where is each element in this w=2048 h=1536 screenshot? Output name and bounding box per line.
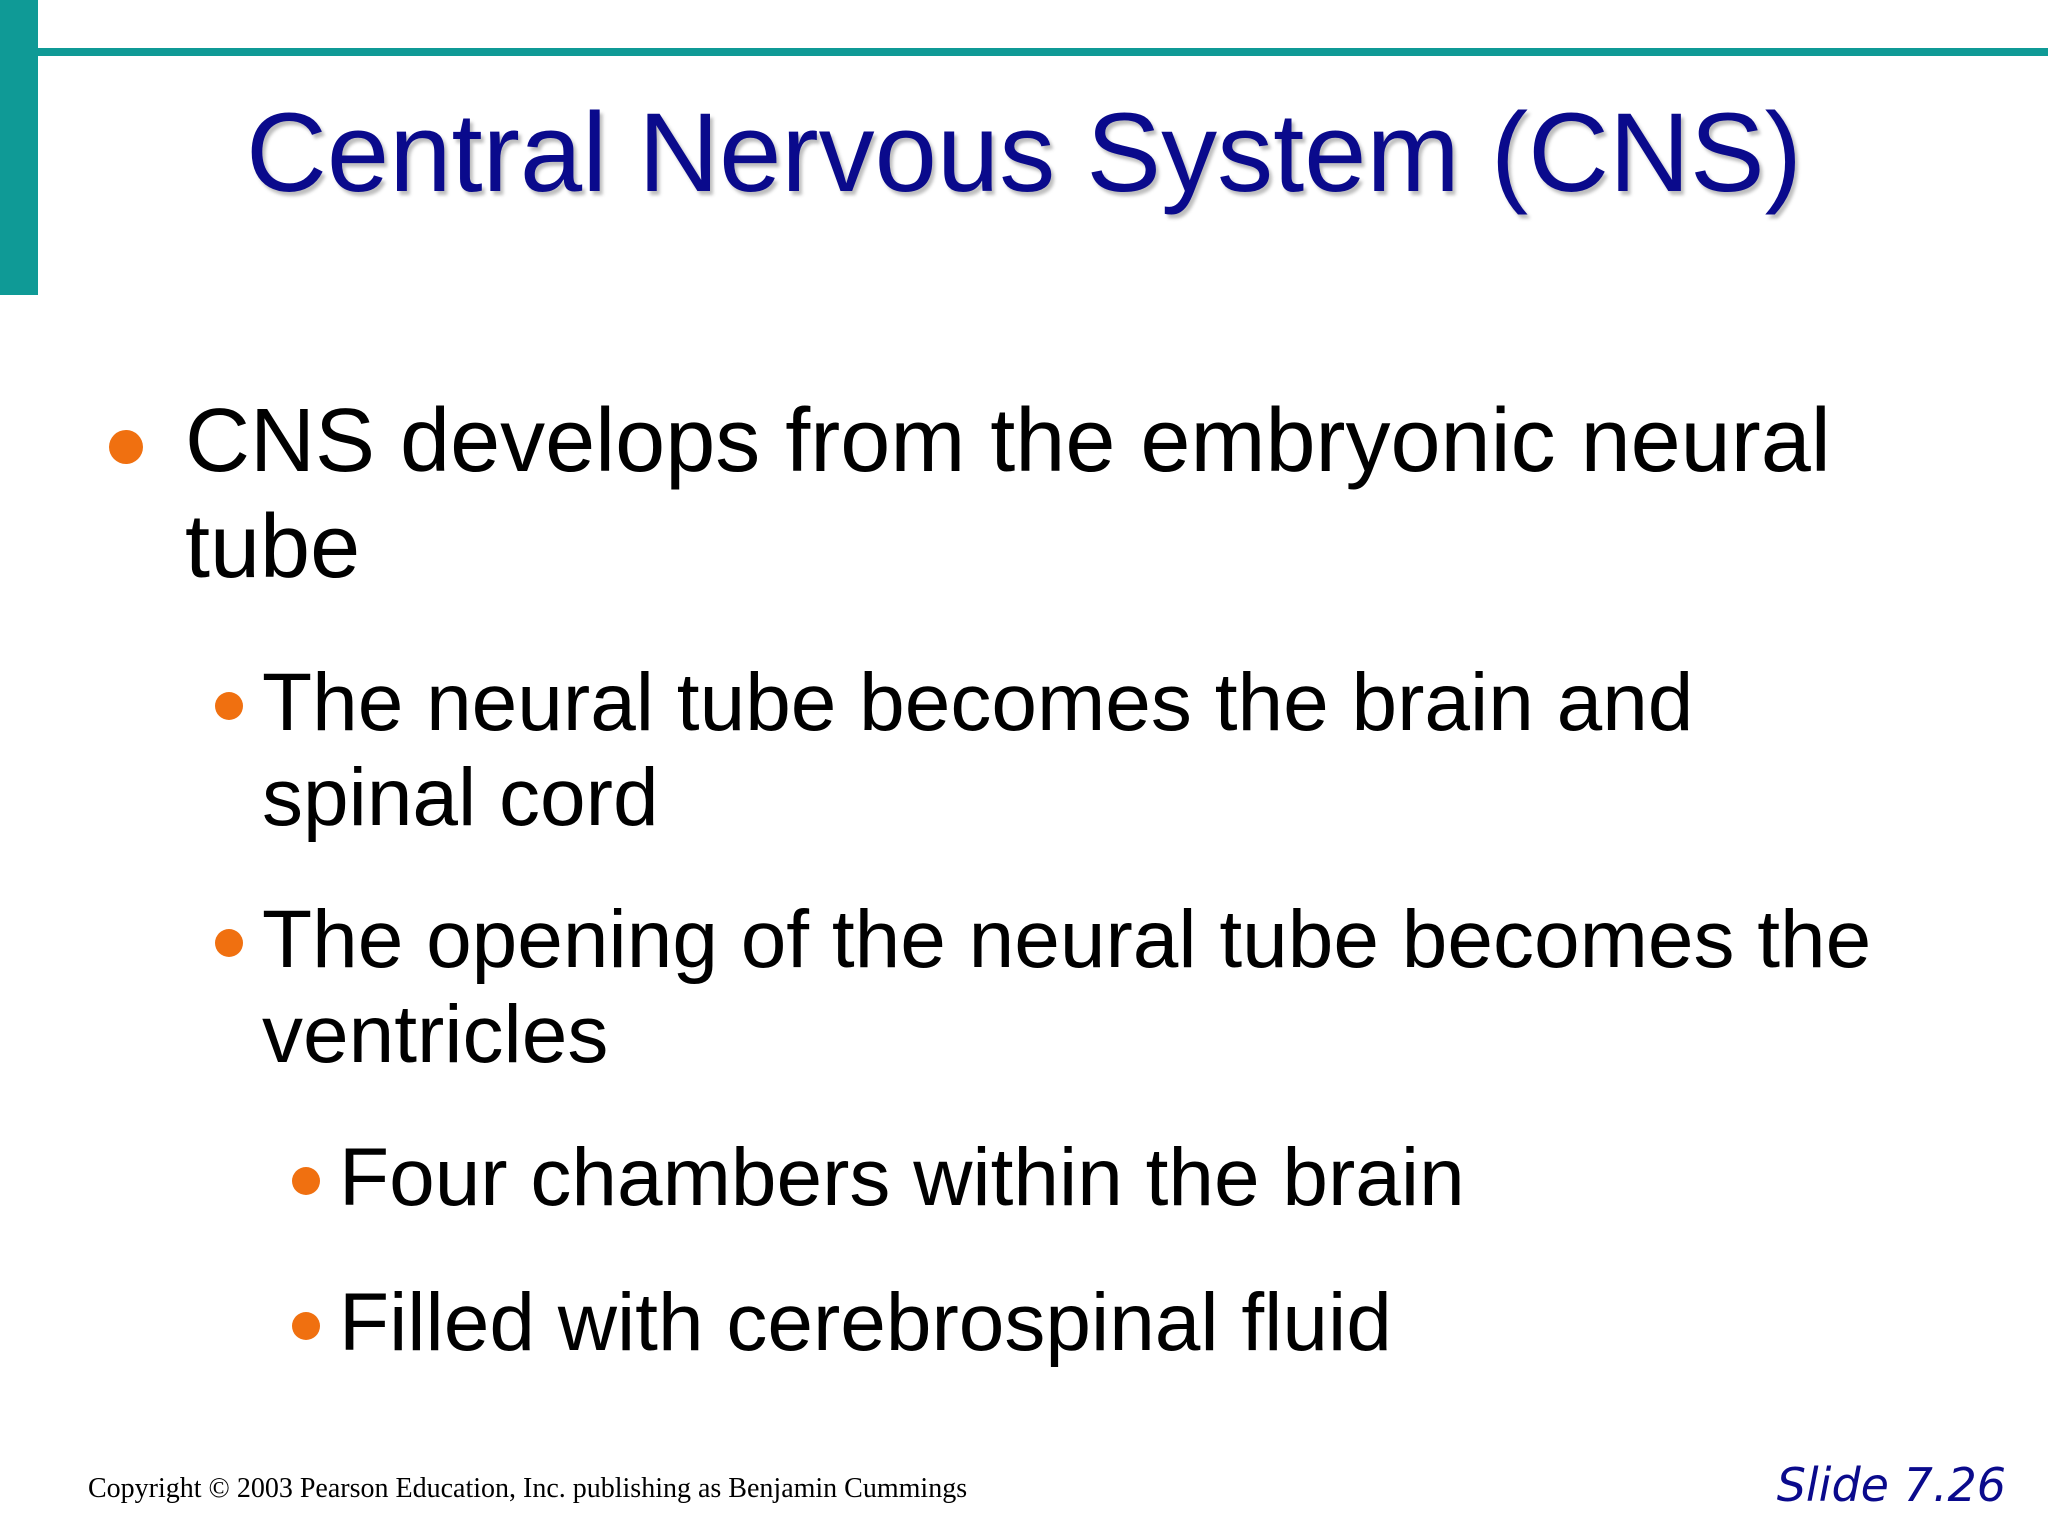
bullet-level-2: The neural tube becomes the brain and sp…: [215, 655, 1912, 845]
bullet-dot-icon: [215, 929, 243, 957]
bullet-text: Four chambers within the brain: [339, 1132, 1465, 1223]
bullet-level-1: CNS develops from the embryonic neural t…: [109, 388, 1885, 600]
copyright-notice: Copyright © 2003 Pearson Education, Inc.…: [88, 1473, 968, 1504]
slide-title: Central Nervous System (CNS): [246, 90, 1802, 215]
bullet-dot-icon: [109, 430, 143, 464]
bullet-text: Filled with cerebrospinal fluid: [339, 1277, 1392, 1368]
bullet-dot-icon: [292, 1167, 320, 1195]
accent-line: [38, 48, 2048, 56]
bullet-text: The opening of the neural tube becomes t…: [262, 894, 1872, 1080]
bullet-text: CNS develops from the embryonic neural t…: [185, 391, 1831, 597]
bullet-dot-icon: [292, 1312, 320, 1340]
accent-bar: [0, 0, 38, 295]
bullet-level-2: The opening of the neural tube becomes t…: [215, 892, 1912, 1082]
bullet-level-3: Filled with cerebrospinal fluid: [292, 1275, 1939, 1370]
bullet-dot-icon: [215, 692, 243, 720]
bullet-text: The neural tube becomes the brain and sp…: [262, 657, 1694, 843]
slide-number: Slide 7.26: [1776, 1458, 2006, 1512]
bullet-level-3: Four chambers within the brain: [292, 1130, 1939, 1225]
